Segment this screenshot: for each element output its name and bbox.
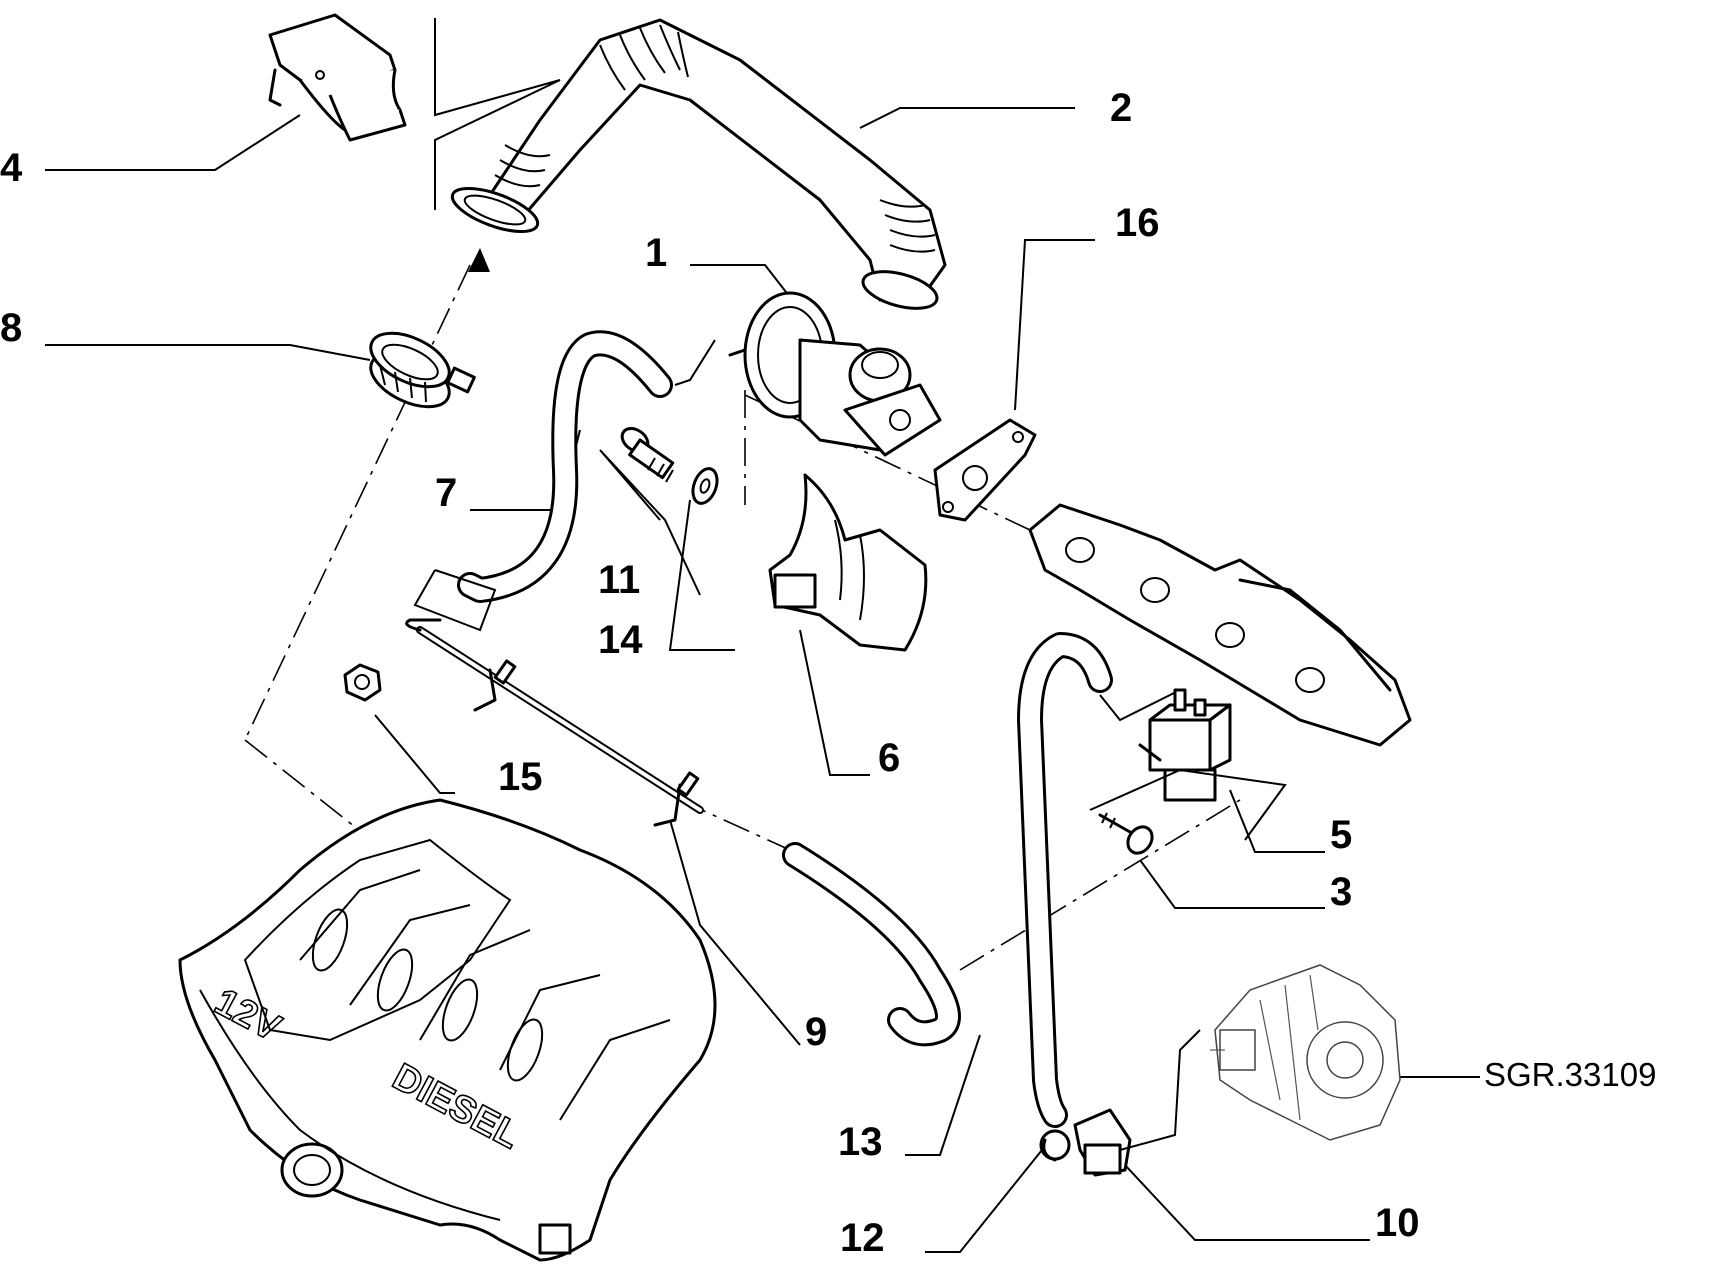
callout-10: 10 xyxy=(1375,1201,1420,1245)
leader-2 xyxy=(859,107,1075,129)
callout-4: 4 xyxy=(0,146,23,190)
axis-hose-to-valve xyxy=(959,799,1241,971)
leader-15 xyxy=(374,714,455,794)
callout-8: 8 xyxy=(0,306,23,350)
axis-pipe-to-manifold xyxy=(244,264,471,741)
callout-12: 12 xyxy=(840,1216,885,1260)
leader-14 xyxy=(668,499,735,651)
leader-10 xyxy=(1124,1164,1370,1241)
callout-16: 16 xyxy=(1115,201,1160,245)
bracket-clip xyxy=(268,13,407,142)
egr-pipe xyxy=(450,18,947,310)
reference-code: SGR.33109 xyxy=(1484,1056,1657,1093)
hose-clamp xyxy=(369,331,476,409)
callout-13: 13 xyxy=(838,1120,883,1164)
washer-14 xyxy=(691,467,719,505)
callout-15: 15 xyxy=(498,755,543,799)
solenoid-valve-5 xyxy=(1089,688,1287,841)
sensor-10 xyxy=(1039,1029,1201,1177)
exhaust-manifold xyxy=(1028,503,1412,747)
screw-3 xyxy=(1098,812,1154,855)
rod-9 xyxy=(405,618,704,827)
hose-12 xyxy=(1017,632,1181,1128)
callout-3: 3 xyxy=(1330,870,1353,914)
intake-manifold: 12V DIESEL xyxy=(178,798,717,1262)
arrow-up-marker xyxy=(468,248,490,272)
guide-bracket-top xyxy=(434,18,561,117)
bolt-11 xyxy=(620,427,675,483)
leader-9 xyxy=(669,819,801,1046)
callout-7: 7 xyxy=(435,471,458,515)
leader-3 xyxy=(1139,859,1325,909)
gasket-plate xyxy=(933,418,1037,522)
leader-5 xyxy=(1229,789,1325,853)
vacuum-hose-7 xyxy=(413,330,716,632)
leader-12 xyxy=(925,1139,1051,1253)
egr-valve xyxy=(728,291,942,457)
leader-4 xyxy=(45,114,301,171)
leader-13 xyxy=(905,1034,981,1156)
guide-bracket-lower xyxy=(434,79,561,210)
leader-16 xyxy=(1014,239,1095,411)
callout-14: 14 xyxy=(598,618,643,662)
callout-2: 2 xyxy=(1110,86,1133,130)
callout-9: 9 xyxy=(805,1010,828,1054)
hose-13 xyxy=(782,842,961,1047)
callout-1: 1 xyxy=(645,231,668,275)
callout-6: 6 xyxy=(878,736,901,780)
vacuum-pump-reference xyxy=(1210,964,1401,1141)
heat-shield-6 xyxy=(768,473,928,652)
callout-5: 5 xyxy=(1330,813,1353,857)
callout-11: 11 xyxy=(598,558,641,602)
nut-15 xyxy=(343,663,382,702)
leader-6 xyxy=(799,629,870,776)
leader-8 xyxy=(45,344,371,361)
